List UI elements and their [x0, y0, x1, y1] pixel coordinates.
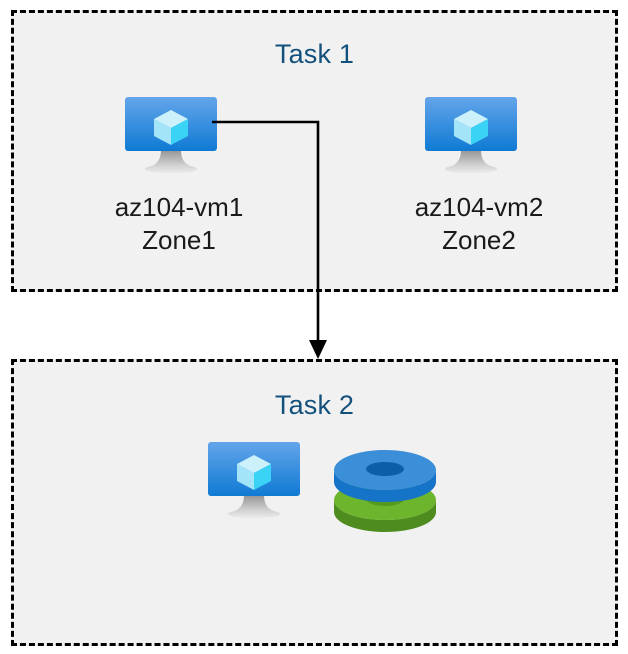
virtual-machine-icon — [208, 442, 300, 519]
node-az104-vm2[interactable]: az104-vm2 Zone2 — [364, 93, 594, 258]
virtual-machine-icon — [125, 97, 217, 174]
virtual-machine-icon — [425, 97, 517, 174]
connector-arrowhead-icon — [309, 340, 327, 359]
task2-container: Task 2 resize and update — [11, 359, 618, 646]
task1-title: Task 1 — [274, 39, 355, 69]
task1-container: Task 1 — [11, 10, 618, 292]
node-az104-vm1[interactable]: az104-vm1 Zone1 — [64, 93, 294, 258]
task2-title: Task 2 — [274, 390, 355, 420]
node-label: az104-vm2 Zone2 — [414, 192, 544, 256]
node-task2-vm[interactable] — [147, 438, 377, 522]
node-label: az104-vm1 Zone1 — [114, 192, 244, 256]
disks-icon — [334, 450, 436, 532]
node-task2-disks[interactable] — [330, 442, 440, 534]
